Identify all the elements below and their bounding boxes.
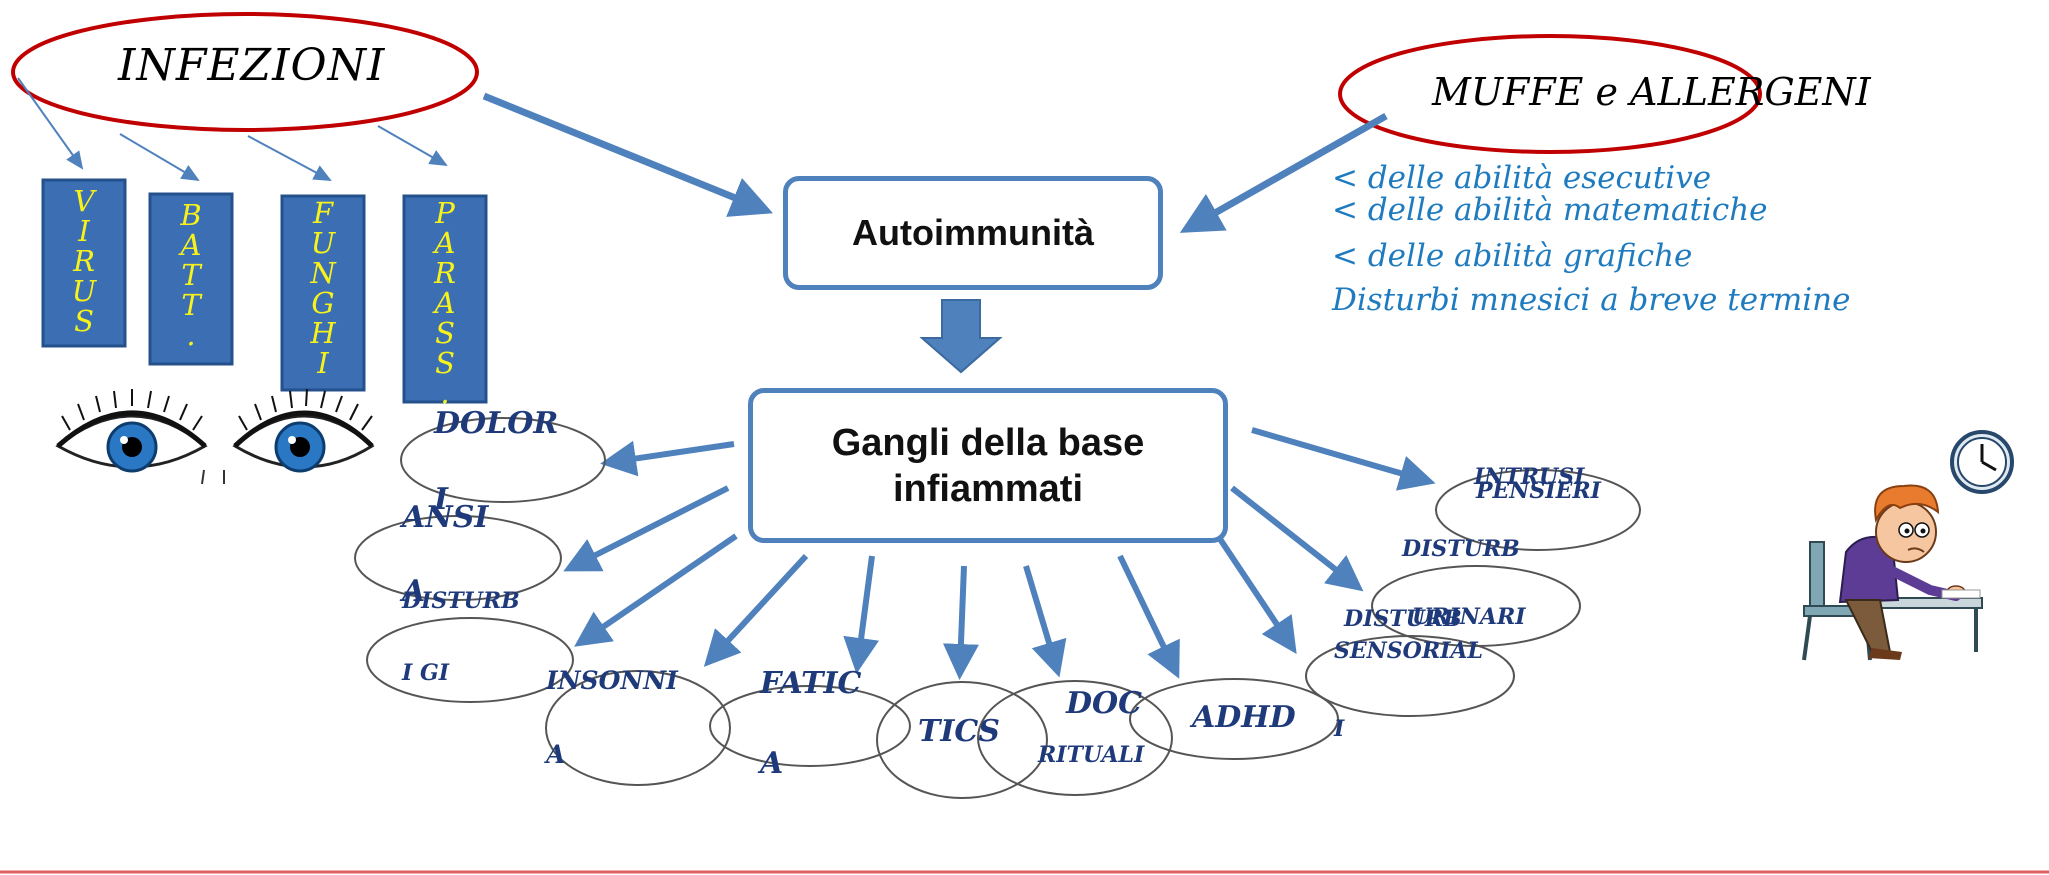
label-disturbi-gi: DISTURB: [402, 588, 520, 614]
pillar-letter: S: [74, 304, 94, 338]
oval-fatica: [709, 685, 911, 767]
label-ansia: ANSI: [402, 500, 489, 535]
infezioni-oval: [11, 12, 479, 132]
infezioni-title: INFEZIONI: [118, 40, 386, 91]
arrow-to-adhd: [1117, 554, 1180, 679]
oval-doc: [977, 680, 1173, 796]
pillar-letter: A: [180, 228, 202, 262]
label-disturbi-urinari: DISTURB: [1402, 536, 1520, 562]
oval-pensieri: [1435, 469, 1641, 551]
pillar-letter: .: [440, 376, 450, 410]
pillar-letter: U: [71, 274, 97, 308]
arrow-to-doc: [1023, 565, 1067, 678]
oval-adhd: [1129, 678, 1339, 760]
label-insonnia-tail: A: [546, 740, 566, 769]
arrow-to-insonnia: [703, 553, 809, 667]
pillar-letter: R: [434, 256, 456, 290]
label-ansia-tail: A: [402, 574, 426, 609]
pillar-letter: U: [310, 226, 336, 260]
muffe-title: MUFFE e ALLERGENI: [1432, 70, 1871, 114]
label-disturbi-sensoriali-tail: I: [1334, 716, 1345, 742]
arrow-infezioni-parass: [377, 125, 448, 166]
oval-disturbi-urinari: [1371, 565, 1581, 647]
muffe-oval: [1338, 34, 1762, 154]
deficit-item: < delle abilità esecutive: [1332, 160, 1712, 196]
arrow-infezioni-autoimmunita: [482, 92, 773, 217]
arrow-to-tics: [942, 565, 979, 680]
label-pensieri-intrusi: INTRUSI: [1474, 464, 1585, 490]
label-dolori-tail: I: [434, 482, 449, 517]
pillar-letter: B: [180, 198, 202, 232]
label-insonnia: INSONNI: [546, 666, 678, 695]
arrow-infezioni-funghi: [247, 135, 332, 181]
arrow-to-pensieri: [1251, 427, 1436, 491]
label-adhd: ADHD: [1192, 700, 1296, 735]
pillar-letter: .: [186, 318, 196, 352]
label-doc: DOC: [1066, 686, 1143, 721]
pillar-letter: A: [434, 286, 456, 320]
pillar-parass: [402, 194, 488, 404]
pillar-letter: P: [435, 196, 455, 230]
deficit-item: Disturbi mnesici a breve termine: [1332, 282, 1851, 318]
pillar-letter: S: [435, 316, 455, 350]
pillar-letter: V: [73, 184, 95, 218]
label-disturbi-sensoriali: DISTURB: [1344, 606, 1462, 632]
arrow-muffe-autoimmunita: [1179, 112, 1388, 233]
down-block-arrow: [919, 299, 1003, 374]
autoimmunita-box: Autoimmunità: [783, 176, 1163, 290]
gangli-label-line1: Gangli della base: [831, 421, 1145, 464]
label-dolori: DOLOR: [434, 406, 559, 441]
label-disturbi-gi-tail: I GI: [402, 660, 450, 686]
studying-boy-illustration: [1802, 430, 2014, 661]
oval-insonnia: [545, 670, 731, 786]
arrow-to-disturbi-sensoriali: [1215, 534, 1297, 654]
gangli-box: Gangli della base infiammati: [748, 388, 1228, 543]
arrow-to-disturbi-urinari: [1230, 485, 1364, 592]
label-pensieri: PENSIERI: [1476, 478, 1601, 504]
pillar-virus: [41, 178, 127, 348]
pillar-letter: I: [78, 214, 90, 248]
label-fatica: FATIC: [760, 666, 862, 701]
arrow-to-ansia: [563, 485, 730, 572]
label-tics: TICS: [918, 714, 1000, 749]
pillar-letter: T: [181, 258, 201, 292]
autoimmunita-label: Autoimmunità: [852, 212, 1094, 253]
pillar-letter: N: [310, 256, 336, 290]
label-disturbi-urinari-tail: URINARI: [1412, 604, 1526, 630]
oval-disturbi-gi: [366, 617, 574, 703]
deficit-item: < delle abilità matematiche: [1332, 192, 1768, 228]
pillar-letter: H: [310, 316, 336, 350]
pillar-funghi: [280, 194, 366, 392]
arrow-infezioni-batt: [119, 133, 200, 182]
oval-dolori: [400, 417, 606, 503]
pillar-letter: I: [317, 346, 329, 380]
arrow-to-disturbi-gi: [574, 533, 738, 647]
label-disturbi-sensoriali-mid: SENSORIAL: [1334, 638, 1483, 664]
deficit-item: < delle abilità grafiche: [1332, 238, 1693, 274]
oval-ansia: [354, 515, 562, 601]
pillar-letter: A: [434, 226, 456, 260]
pillar-letter: R: [73, 244, 95, 278]
gangli-label-line2: infiammati: [892, 467, 1084, 510]
label-doc-rituali: RITUALI: [1038, 742, 1145, 768]
arrow-to-dolori: [600, 440, 735, 477]
pillar-batt: [148, 192, 234, 366]
label-fatica-tail: A: [760, 746, 784, 781]
arrow-infezioni-virus: [17, 77, 84, 170]
pillar-letter: T: [181, 288, 201, 322]
pillar-letter: G: [311, 286, 335, 320]
eyes-illustration: [55, 388, 375, 485]
pillar-letter: F: [312, 196, 334, 230]
arrow-to-fatica: [843, 555, 879, 674]
pillar-letter: S: [435, 346, 455, 380]
oval-tics: [876, 681, 1048, 799]
